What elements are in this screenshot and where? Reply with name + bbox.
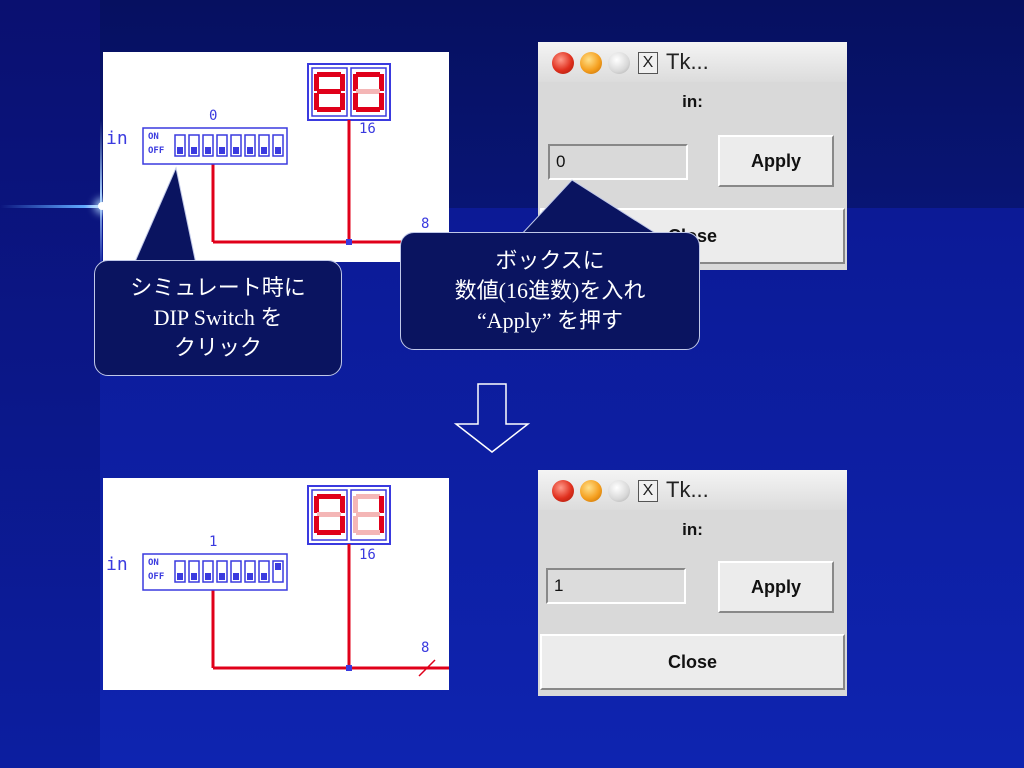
seven-segment-digit-left (314, 494, 345, 535)
bus-width-label-16: 16 (359, 121, 376, 137)
close-window-icon[interactable] (552, 480, 574, 502)
background-left-band (0, 0, 100, 768)
dip-switch-top[interactable] (142, 127, 288, 165)
dip-on-label: ON (148, 132, 159, 142)
accent-vertical-line (100, 120, 102, 270)
circuit-panel-bottom: in 1 ON OFF 16 8 (103, 478, 449, 690)
down-arrow-icon (453, 383, 531, 453)
in-label: in: (682, 520, 703, 539)
accent-sparkle (98, 202, 106, 210)
callout-click-dip-switch: シミュレート時に DIP Switch を クリック (94, 260, 342, 376)
apply-button[interactable]: Apply (718, 135, 834, 187)
dip-switch-bottom[interactable] (142, 553, 288, 591)
close-button[interactable]: Close (540, 634, 845, 690)
callout-line: 数値(16進数)を入れ (454, 278, 646, 303)
dip-value-label: 0 (209, 108, 218, 124)
dip-on-label: ON (148, 558, 159, 568)
callout-line: シミュレート時に (130, 275, 306, 300)
dip-off-label: OFF (148, 572, 165, 582)
tk-dialog-bottom: X Tk... in: 1 Apply Close (538, 470, 847, 696)
dip-value-label: 1 (209, 534, 218, 550)
seven-segment-digit-left (314, 72, 345, 112)
bus-width-label-8: 8 (421, 216, 430, 232)
apply-button[interactable]: Apply (718, 561, 834, 613)
title-bar[interactable]: X Tk... (538, 42, 847, 82)
seven-segment-digit-right (353, 494, 384, 535)
circuit-diagram-bottom (142, 485, 449, 677)
minimize-window-icon[interactable] (580, 52, 602, 74)
callout-line: クリック (173, 335, 262, 360)
maximize-window-icon[interactable] (608, 52, 630, 74)
window-title: Tk... (666, 49, 709, 74)
callout-enter-value: ボックスに 数値(16進数)を入れ “Apply” を押す (400, 232, 700, 350)
maximize-window-icon[interactable] (608, 480, 630, 502)
circuit-panel-top: in 0 ON OFF 16 8 (103, 52, 449, 262)
accent-line (0, 205, 105, 208)
value-entry[interactable]: 0 (548, 144, 688, 180)
seven-segment-digit-right (353, 72, 384, 112)
value-entry[interactable]: 1 (546, 568, 686, 604)
input-label: in (106, 128, 128, 149)
window-title: Tk... (666, 477, 709, 502)
x11-app-icon: X (638, 480, 658, 502)
callout-line: ボックスに (495, 248, 605, 273)
bus-width-label-16: 16 (359, 547, 376, 563)
close-window-icon[interactable] (552, 52, 574, 74)
minimize-window-icon[interactable] (580, 480, 602, 502)
title-bar[interactable]: X Tk... (538, 470, 847, 510)
in-label: in: (682, 92, 703, 111)
circuit-diagram-top (142, 63, 449, 245)
callout-line: DIP Switch を (153, 305, 283, 330)
callout-line: “Apply” を押す (476, 308, 624, 333)
input-label: in (106, 554, 128, 575)
bus-width-label-8: 8 (421, 640, 430, 656)
dip-off-label: OFF (148, 146, 165, 156)
x11-app-icon: X (638, 52, 658, 74)
